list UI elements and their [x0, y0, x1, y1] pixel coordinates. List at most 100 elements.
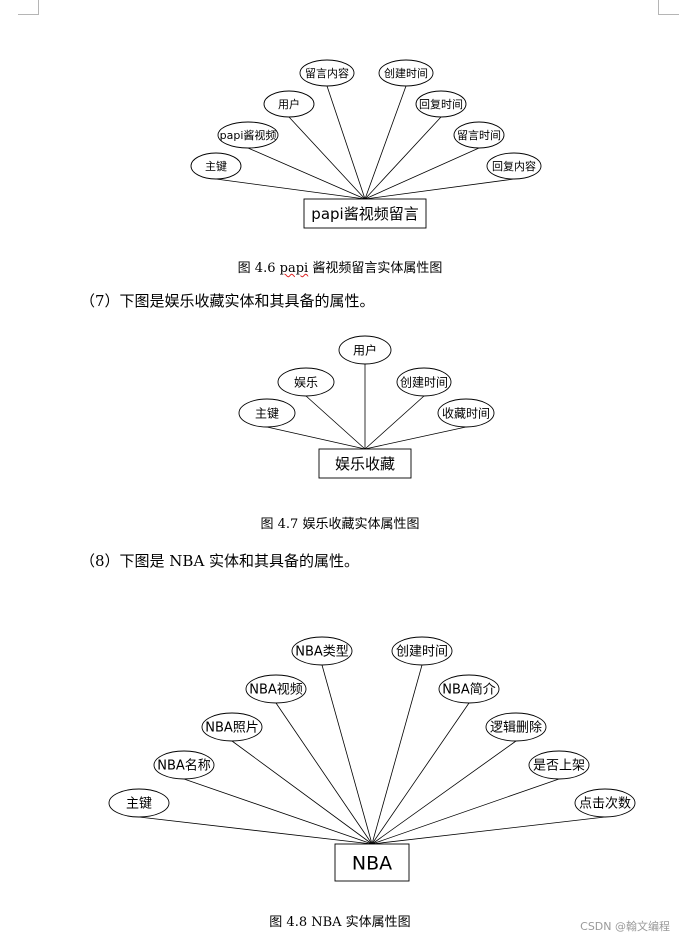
attribute-ellipse — [485, 712, 547, 742]
attribute-label: NBA简介 — [442, 682, 496, 698]
attribute-ellipse — [263, 90, 315, 118]
caption-4-6-papi: papi — [279, 261, 309, 276]
attribute-label: 回复内容 — [492, 159, 536, 173]
attribute-label: 是否上架 — [533, 759, 585, 774]
attribute-8: 回复内容 — [486, 152, 542, 180]
connector-line — [371, 740, 517, 845]
attribute-3: NBA照片 — [201, 712, 263, 742]
attribute-1: 主键 — [238, 398, 296, 428]
attribute-2: 娱乐 — [277, 367, 335, 397]
attribute-ellipse — [391, 636, 453, 666]
attribute-ellipse — [453, 121, 505, 149]
connector-line — [371, 702, 470, 845]
entity-label: papi酱视频留言 — [311, 205, 418, 223]
connector-line — [215, 178, 366, 200]
connector-line — [138, 816, 373, 845]
connector-line — [275, 702, 373, 845]
entity-rect — [334, 843, 410, 882]
attribute-6: 创建时间 — [391, 636, 453, 666]
connector-line — [371, 816, 606, 845]
attribute-label: 逻辑删除 — [490, 721, 542, 736]
attribute-ellipse — [277, 367, 335, 397]
attribute-label: 创建时间 — [384, 66, 428, 80]
attribute-label: NBA照片 — [205, 721, 259, 736]
attribute-7: 留言时间 — [453, 121, 505, 149]
attribute-ellipse — [108, 788, 170, 818]
attribute-label: 创建时间 — [396, 645, 448, 660]
entity-box: papi酱视频留言 — [303, 198, 427, 229]
attribute-6: 回复时间 — [415, 90, 467, 118]
attribute-ellipse — [415, 90, 467, 118]
er-diagram-nba: 主键 NBA名称 NBA照片 NBA视频 NBA类型 创建时间 NBA简介逻辑删除是否上架点… — [108, 636, 636, 882]
attribute-4: NBA视频 — [245, 674, 307, 704]
attribute-label: 留言内容 — [305, 66, 349, 80]
attribute-label: NBA名称 — [157, 758, 211, 774]
connector-line — [288, 116, 366, 200]
entity-box: NBA — [334, 843, 410, 882]
er-diagram-papi-video-comment: 主键papi酱视频用户留言内容创建时间回复时间留言时间回复内容papi酱视频留言 — [190, 59, 542, 229]
attribute-3: 用户 — [263, 90, 315, 118]
attribute-label: 主键 — [126, 797, 152, 812]
connector-line — [364, 395, 425, 450]
attribute-label: 回复时间 — [419, 97, 463, 111]
attribute-5: 收藏时间 — [437, 398, 495, 428]
attribute-ellipse — [190, 152, 242, 180]
attribute-label: 用户 — [278, 97, 300, 111]
attribute-ellipse — [238, 398, 296, 428]
connector-line — [326, 85, 366, 200]
attribute-1: 主键 — [108, 788, 170, 818]
connector-line — [364, 178, 515, 200]
connector-line — [321, 664, 373, 845]
attribute-label: 主键 — [205, 159, 227, 173]
attribute-9: 是否上架 — [528, 750, 590, 780]
attribute-1: 主键 — [190, 152, 242, 180]
attribute-label: 留言时间 — [457, 129, 501, 142]
attribute-label: NBA类型 — [295, 645, 349, 660]
attribute-10: 点击次数 — [574, 788, 636, 818]
figure-caption-4-7: 图 4.7 娱乐收藏实体属性图 — [260, 517, 420, 532]
attribute-ellipse — [245, 674, 307, 704]
entity-rect — [318, 448, 412, 479]
attribute-ellipse — [486, 152, 542, 180]
csdn-watermark: CSDN @翰文编程 — [580, 920, 670, 933]
attribute-ellipse — [437, 398, 495, 428]
attribute-label: 点击次数 — [579, 796, 631, 812]
connector-line — [231, 740, 373, 845]
attribute-5: NBA类型 — [291, 636, 353, 666]
entity-label: NBA — [352, 852, 392, 874]
connector-lines — [266, 364, 467, 450]
entity-box: 娱乐收藏 — [318, 448, 412, 479]
page-corner-mark-left — [18, 0, 39, 15]
attribute-5: 创建时间 — [378, 59, 434, 87]
connector-line — [371, 664, 423, 845]
attribute-ellipse — [153, 750, 215, 780]
attribute-ellipse — [438, 674, 500, 704]
attribute-ellipse — [201, 712, 263, 742]
attribute-ellipse — [299, 59, 355, 87]
connector-line — [364, 147, 480, 200]
connector-lines — [215, 85, 515, 200]
attribute-7: NBA简介 — [438, 674, 500, 704]
attribute-4: 创建时间 — [396, 367, 452, 397]
attribute-4: 留言内容 — [299, 59, 355, 87]
connector-line — [266, 426, 366, 450]
connector-line — [364, 85, 407, 200]
attribute-ellipse — [574, 788, 636, 818]
connector-line — [364, 116, 442, 200]
entity-label: 娱乐收藏 — [335, 455, 395, 473]
figure-caption-4-6: 图 4.6 papi 酱视频留言实体属性图 — [0, 257, 680, 276]
attribute-ellipse — [396, 367, 452, 397]
attribute-ellipse — [291, 636, 353, 666]
connector-line — [305, 395, 366, 450]
attribute-label: 用户 — [353, 342, 377, 357]
attribute-2: NBA名称 — [153, 750, 215, 780]
connector-line — [183, 778, 373, 845]
attribute-ellipse — [378, 59, 434, 87]
figure-caption-4-8: 图 4.8 NBA 实体属性图 — [269, 915, 411, 930]
connector-lines — [138, 664, 606, 845]
attribute-label: 收藏时间 — [442, 406, 490, 420]
attribute-ellipse — [338, 335, 392, 365]
attribute-8: 逻辑删除 — [485, 712, 547, 742]
attribute-3: 用户 — [338, 335, 392, 365]
attribute-label: NBA视频 — [249, 683, 303, 698]
